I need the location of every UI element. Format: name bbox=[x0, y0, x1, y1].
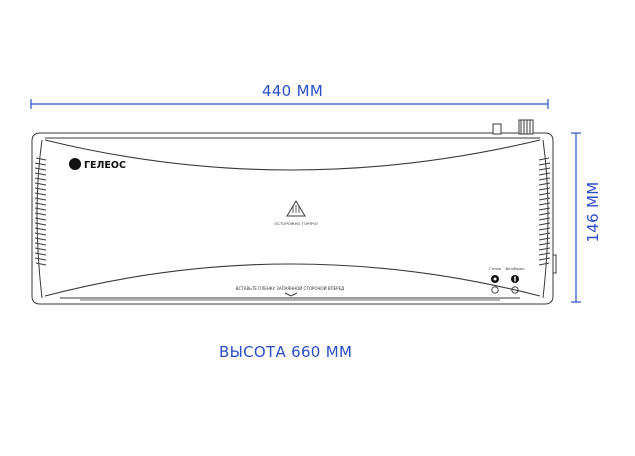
ready-label: Готов bbox=[489, 266, 501, 271]
right-vent-grille bbox=[538, 157, 551, 266]
height-label: 146 ММ bbox=[584, 181, 602, 243]
width-dimension-line bbox=[30, 99, 549, 109]
laminator-body bbox=[31, 119, 557, 305]
brand-logo-icon bbox=[69, 158, 81, 170]
power-led-icon bbox=[511, 286, 519, 294]
height-dimension-line bbox=[571, 132, 581, 303]
left-vent-grille bbox=[34, 157, 47, 266]
power-label: Вкл/Выкл bbox=[506, 266, 526, 271]
depth-label: ВЫСОТА 660 ММ bbox=[219, 343, 353, 361]
power-button[interactable] bbox=[511, 275, 519, 283]
width-label: 440 ММ bbox=[262, 82, 324, 100]
warning-text: ОСТОРОЖНО ГОРЯЧО bbox=[274, 221, 317, 226]
brand-name: ГЕЛЕОС bbox=[84, 160, 126, 171]
ready-led-icon bbox=[491, 286, 499, 294]
slot-hint-text: ВСТАВЬТЕ ПЛЕНКУ ЗАПАЯННОЙ СТОРОНОЙ ВПЕРЕ… bbox=[236, 286, 345, 291]
ready-indicator-icon bbox=[491, 275, 499, 283]
